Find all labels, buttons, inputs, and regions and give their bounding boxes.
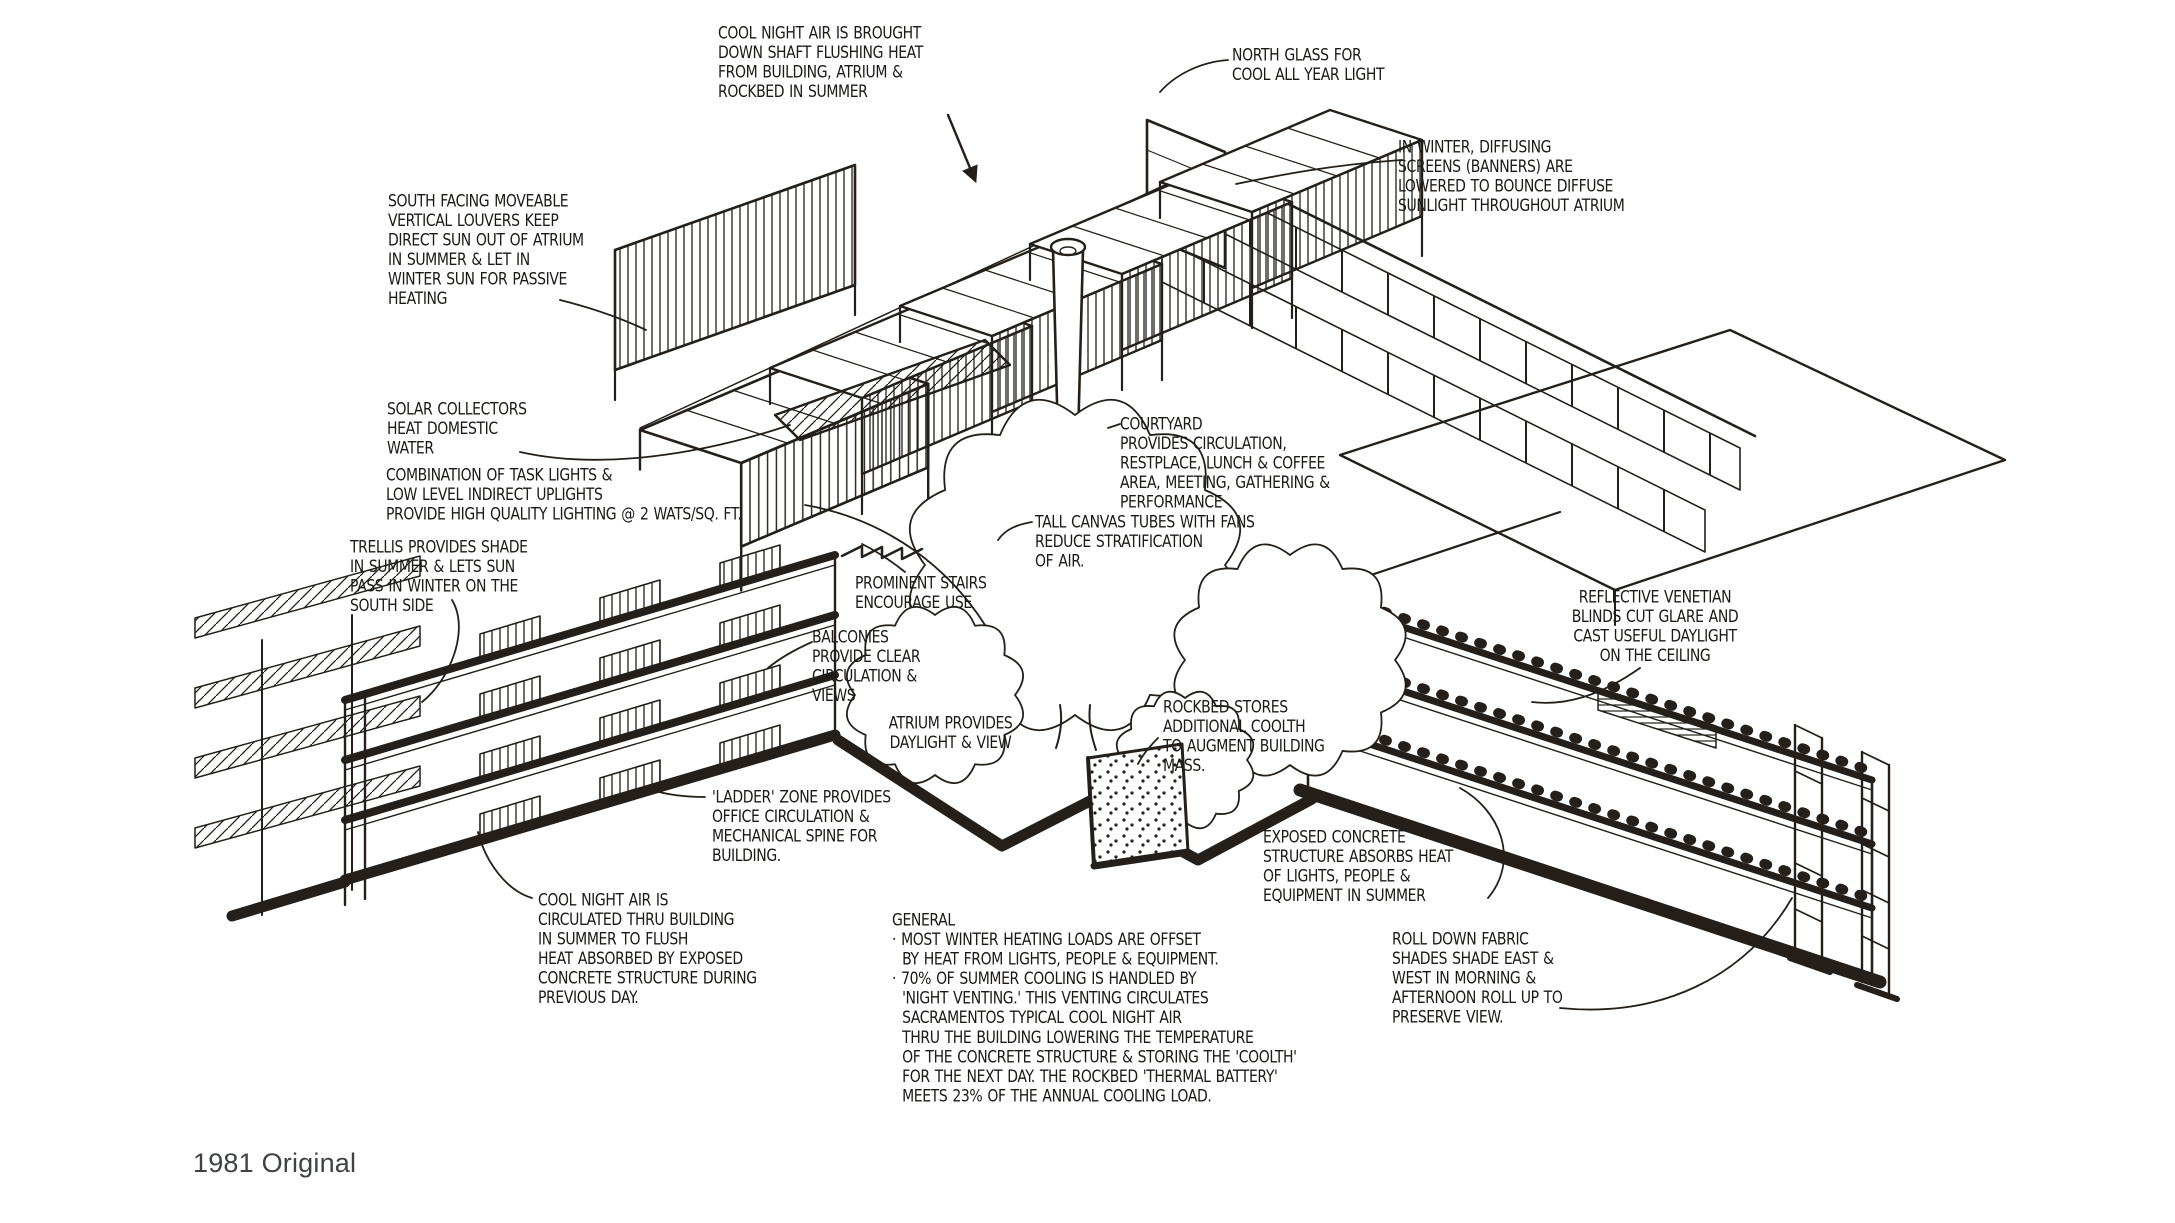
solar-collector-panel	[773, 338, 1012, 442]
caption-1981-original: 1981 Original	[193, 1148, 357, 1178]
stairs	[840, 544, 924, 561]
annotation-canvas-tubes: TALL CANVAS TUBES WITH FANS REDUCE STRAT…	[1035, 513, 1255, 572]
canvas-tube-shaft	[1044, 237, 1092, 460]
annotation-cool-night-shaft: COOL NIGHT AIR IS BROUGHT DOWN SHAFT FLU…	[718, 24, 923, 103]
left-office-block	[226, 544, 841, 922]
leader-lines	[421, 59, 1793, 1011]
annotation-north-glass: NORTH GLASS FOR COOL ALL YEAR LIGHT	[1232, 46, 1385, 86]
annotation-atrium-daylight: ATRIUM PROVIDES DAYLIGHT & VIEW	[888, 714, 1013, 754]
annotation-trellis: TRELLIS PROVIDES SHADE IN SUMMER & LETS …	[350, 538, 528, 617]
annotation-venetian-blinds: REFLECTIVE VENETIAN BLINDS CUT GLARE AND…	[1571, 588, 1739, 667]
annotation-rockbed: ROCKBED STORES ADDITIONAL COOLTH TO AUGM…	[1163, 698, 1325, 777]
south-louver-screen	[613, 163, 857, 402]
annotation-exposed-concrete: EXPOSED CONCRETE STRUCTURE ABSORBS HEAT …	[1263, 828, 1453, 907]
annotation-balconies: BALCONIES PROVIDE CLEAR CIRCULATION & VI…	[812, 628, 921, 707]
upper-roof-plane	[1338, 328, 2007, 626]
annotation-general-notes: GENERAL · MOST WINTER HEATING LOADS ARE …	[892, 911, 1297, 1107]
trellis	[194, 555, 421, 916]
rockbed	[1086, 742, 1192, 870]
annotation-ladder-zone: 'LADDER' ZONE PROVIDES OFFICE CIRCULATIO…	[712, 788, 891, 867]
courtyard-trees	[846, 398, 1407, 829]
right-office-block	[1293, 510, 1887, 989]
down-shaft-arrow	[946, 113, 978, 184]
annotation-south-louvers: SOUTH FACING MOVEABLE VERTICAL LOUVERS K…	[388, 192, 584, 310]
annotation-solar-collectors: SOLAR COLLECTORS HEAT DOMESTIC WATER	[387, 400, 527, 459]
annotation-courtyard: COURTYARD PROVIDES CIRCULATION, RESTPLAC…	[1120, 415, 1330, 513]
frame-towers	[1787, 723, 1900, 1002]
annotation-task-lights: COMBINATION OF TASK LIGHTS & LOW LEVEL I…	[386, 466, 742, 525]
annotation-prominent-stairs: PROMINENT STAIRS ENCOURAGE USE	[855, 574, 987, 614]
annotation-winter-diffusing: IN WINTER, DIFFUSING SCREENS (BANNERS) A…	[1398, 138, 1625, 217]
venetian-blinds-strip	[1597, 687, 1717, 749]
annotation-cool-night-circulated: COOL NIGHT AIR IS CIRCULATED THRU BUILDI…	[538, 891, 757, 1009]
annotation-roll-down-shades: ROLL DOWN FABRIC SHADES SHADE EAST & WES…	[1392, 930, 1563, 1028]
